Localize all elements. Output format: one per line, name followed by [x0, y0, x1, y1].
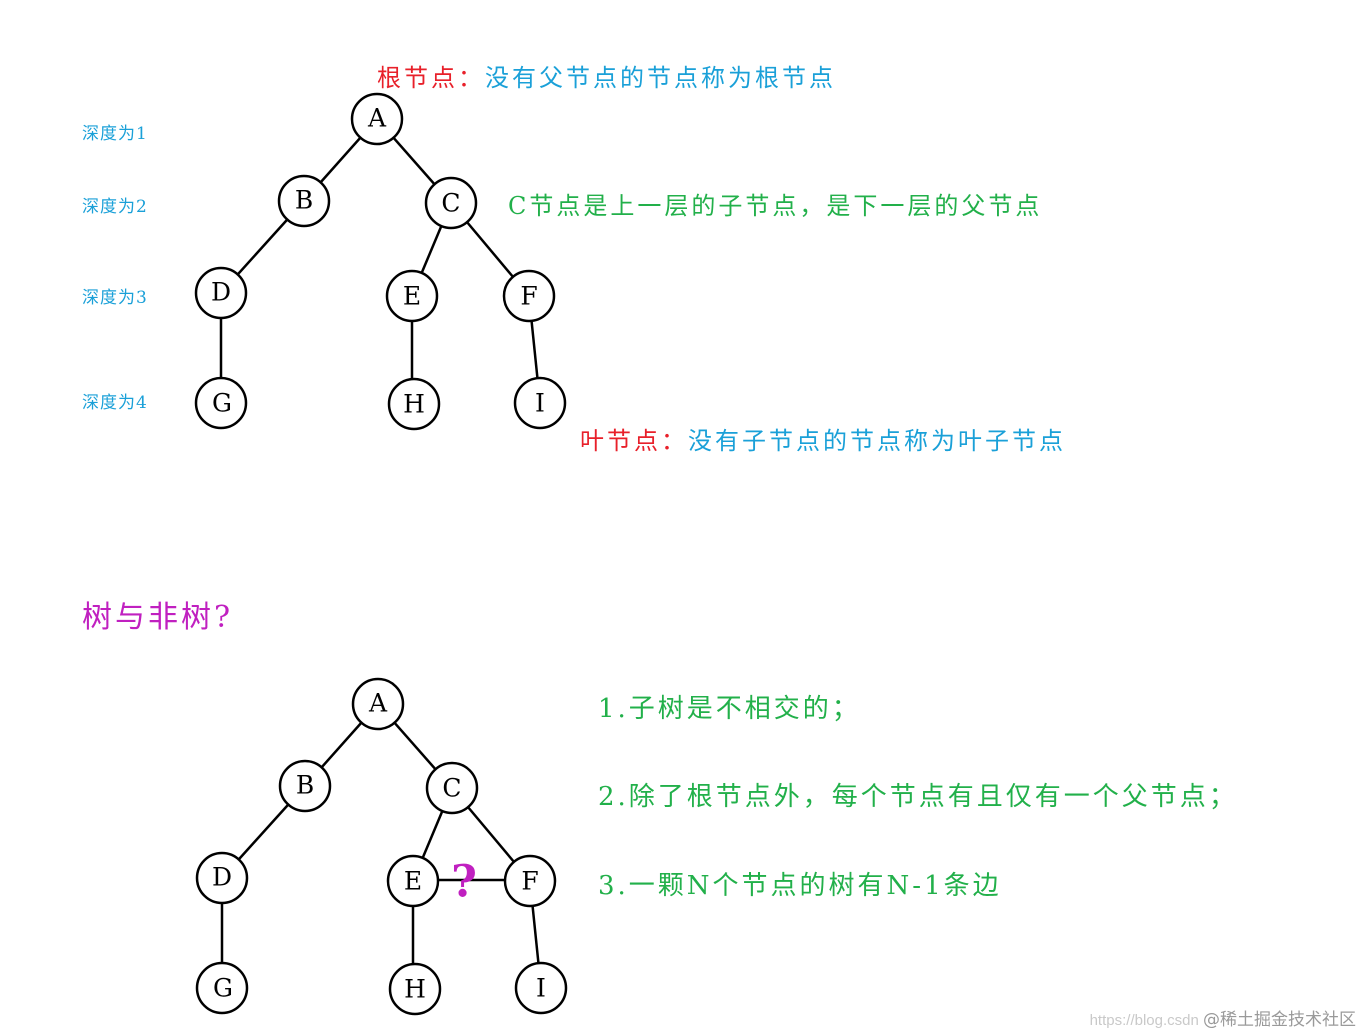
root-definition: 根节点：没有父节点的节点称为根节点	[377, 58, 836, 93]
watermark: https://blog.csdn @稀土掘金技术社区	[1090, 1005, 1356, 1030]
tree1-label-d: D	[211, 278, 231, 307]
tree2-node-g	[195, 961, 249, 1015]
tree1-label-a: A	[367, 104, 387, 133]
tree2-node-f	[503, 854, 557, 908]
tree1-label-g: G	[212, 389, 232, 418]
tree2-label-f: F	[521, 867, 538, 896]
tree2-label-i: I	[536, 974, 546, 1003]
leaf-definition: 叶节点：没有子节点的节点称为叶子节点	[580, 421, 1066, 456]
root-label: 根节点：	[377, 64, 485, 92]
rule-3: 3.一颗N个节点的树有N-1条边	[598, 871, 1002, 901]
tree1-labels: A B C D E F G H I	[211, 104, 545, 419]
tree1-label-c: C	[441, 189, 460, 218]
tree2-node-h	[388, 962, 442, 1016]
tree-vs-nontree-title: 树与非树?	[82, 600, 234, 635]
tree2-label-d: D	[212, 863, 232, 892]
leaf-label: 叶节点：	[580, 427, 688, 455]
tree2-labels: A B C D E F G H I	[212, 689, 546, 1004]
tree1-edges	[219, 118, 542, 404]
root-description: 没有父节点的节点称为根节点	[485, 64, 836, 92]
tree1-label-h: H	[403, 390, 425, 419]
tree1-label-f: F	[520, 282, 537, 311]
tree2-label-b: B	[296, 771, 314, 800]
tree2-nodes	[195, 677, 568, 1016]
tree1-node-f	[502, 269, 556, 323]
tree2-node-d	[195, 851, 249, 905]
c-node-description: C节点是上一层的子节点，是下一层的父节点	[508, 192, 1043, 220]
depth-label-4: 深度为4	[82, 393, 148, 413]
tree1-nodes	[194, 92, 567, 431]
leaf-description: 没有子节点的节点称为叶子节点	[688, 427, 1066, 455]
rule-2: 2.除了根节点外，每个节点有且仅有一个父节点；	[598, 782, 1238, 812]
tree2-label-c: C	[442, 774, 461, 803]
tree2-label-g: G	[213, 974, 233, 1003]
tree2-label-h: H	[404, 975, 426, 1004]
tree2-edges	[220, 703, 543, 989]
tree2-node-b	[278, 759, 332, 813]
depth-label-1: 深度为1	[82, 124, 148, 144]
depth-label-2: 深度为2	[82, 197, 148, 217]
question-mark: ?	[451, 857, 477, 908]
tree2-node-i	[514, 961, 568, 1015]
tree1-node-i	[513, 376, 567, 430]
rule-1: 1.子树是不相交的；	[598, 694, 861, 724]
tree1-node-c	[424, 176, 478, 230]
tree1-node-b	[277, 174, 331, 228]
tree1-label-i: I	[535, 389, 545, 418]
watermark-brand: @稀土掘金技术社区	[1203, 1010, 1356, 1030]
tree2-node-e	[386, 854, 440, 908]
tree2-label-e: E	[404, 867, 422, 896]
tree1-node-h	[387, 377, 441, 431]
tree2-node-a	[351, 677, 405, 731]
tree1-node-g	[194, 376, 248, 430]
watermark-url: https://blog.csdn	[1089, 1012, 1199, 1029]
tree1-label-e: E	[403, 282, 421, 311]
tree1-label-b: B	[295, 186, 313, 215]
tree1-node-e	[385, 269, 439, 323]
tree2-node-c	[425, 761, 479, 815]
tree1-node-a	[350, 92, 404, 146]
tree2-label-a: A	[368, 689, 388, 718]
tree1-node-d	[194, 266, 248, 320]
depth-label-3: 深度为3	[82, 288, 148, 308]
